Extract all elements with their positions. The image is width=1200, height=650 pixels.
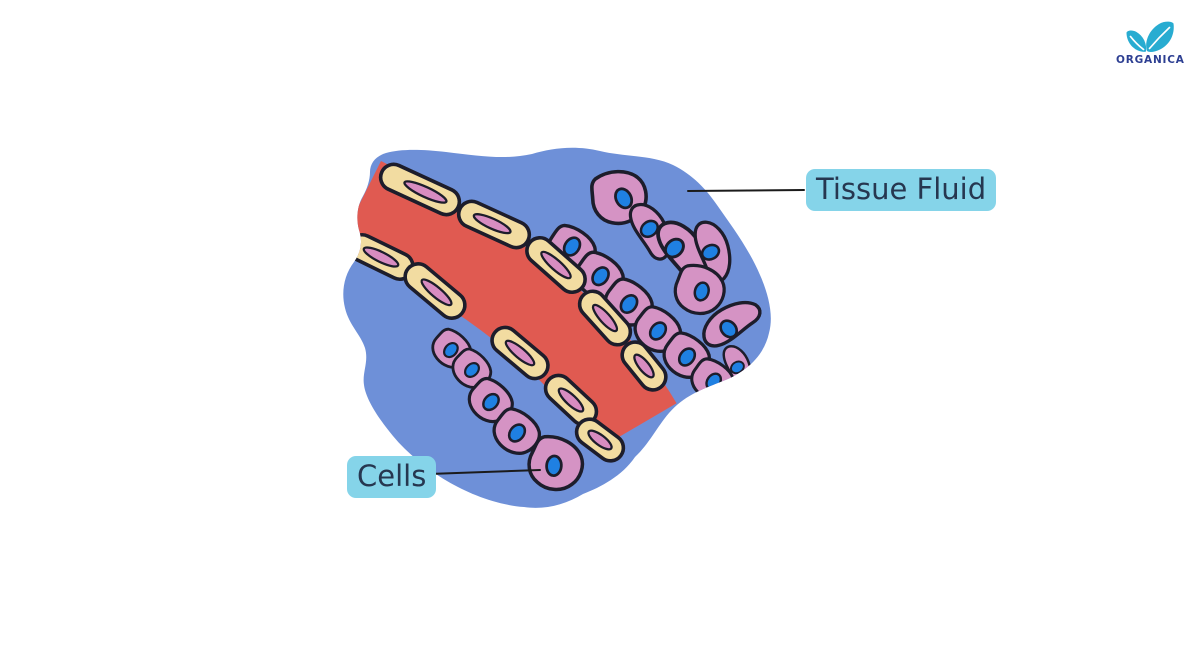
organica-logo [1126,21,1174,52]
tissue-cell [567,244,632,309]
tissue-cell [668,259,732,321]
tissue-cell [626,299,689,362]
cell-nucleus [719,319,739,339]
tissue-cell [444,342,499,397]
blob-contents [343,160,766,499]
capillary-wall-cell [525,235,587,295]
cells-label: Cells [347,456,437,499]
tissue-cell-cluster-upper [539,165,766,410]
tissue-cell [646,212,724,290]
tissue-cell [716,340,762,393]
cell-nucleus [591,266,610,287]
tissue-cell [586,165,653,230]
wall-cell-nucleus [403,180,448,204]
brand-name: ORGANICA [1116,54,1185,66]
tissue-cell [520,429,592,499]
tissue-fluid-label: Tissue Fluid [806,169,997,212]
cell-nucleus [648,321,668,341]
tissue-cell [485,401,548,464]
cell-nucleus [562,236,582,257]
capillary-lumen [343,160,677,452]
tissue-fluid-leader-line [687,189,805,192]
tissue-cell [595,271,661,336]
wall-cell-nucleus [633,353,655,379]
cell-nucleus [693,281,710,302]
cell-nucleus [614,187,634,210]
wall-cell-nucleus [557,387,585,413]
wall-cell-nucleus [420,278,453,307]
wall-cell-nucleus [591,303,619,333]
cell-nucleus [482,392,500,412]
tissue-cell [620,196,684,265]
capillary-wall-cell [403,262,467,320]
tissue-cell [460,371,521,432]
capillary-wall-cell [490,325,550,381]
tissue-cell [424,323,479,377]
cells-leader-line [428,469,541,475]
capillary-wall-cell [378,162,462,217]
cell-nucleus [730,360,745,375]
leaf-icon [1126,21,1174,52]
wall-cell-nucleus [540,250,572,280]
tissue-cell [694,288,766,357]
tissue-cell [684,214,743,286]
capillary-wall-upper [378,162,668,392]
capillary-wall-lower [347,232,626,463]
cell-nucleus [639,219,659,239]
tissue-cell [655,325,718,388]
tissue-cell [539,218,604,282]
cell-nucleus [507,423,527,443]
wall-cell-nucleus [362,246,400,268]
capillary-wall-cell [456,199,532,250]
cell-nucleus [677,347,697,367]
wall-cell-nucleus [472,213,512,235]
capillary-wall-cell [577,289,633,347]
tissue-cell-cluster-lower [424,323,592,499]
cell-nucleus [443,341,459,359]
capillary-wall-cell [620,340,668,392]
cell-nucleus [545,454,563,477]
cell-nucleus [700,243,721,261]
capillary-wall-cell [574,417,626,463]
wall-cell-nucleus [504,339,536,367]
cell-nucleus [464,362,480,378]
cell-nucleus [663,237,685,259]
wall-cell-nucleus [587,429,613,451]
cell-nucleus [619,293,639,315]
